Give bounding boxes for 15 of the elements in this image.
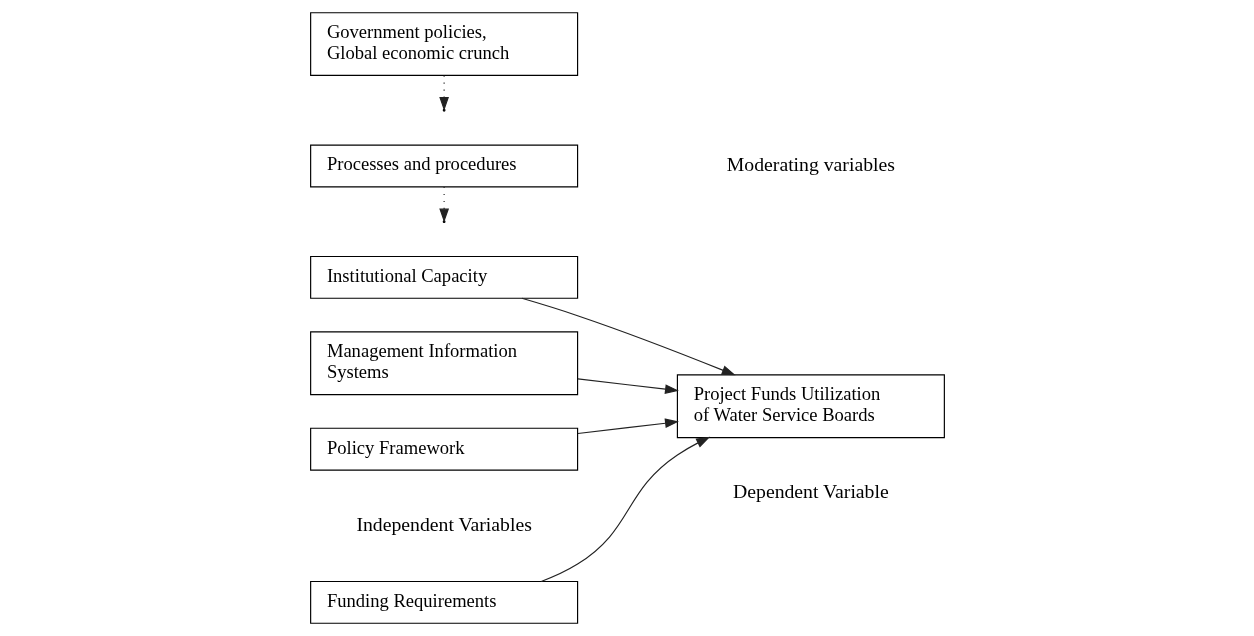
- node-box: Policy Framework: [309, 427, 578, 471]
- node-box: Project Funds Utilization of Water Service Boards: [676, 374, 945, 439]
- label: Dependent Variable: [732, 480, 889, 503]
- arrow: [438, 75, 449, 111]
- node-box: Funding Requirements: [309, 580, 578, 624]
- arrow: [520, 297, 736, 376]
- arrow: [576, 378, 679, 394]
- node-box: Processes and procedures: [309, 144, 578, 188]
- node-box: Management Information Systems: [309, 331, 578, 396]
- arrow: [576, 418, 679, 435]
- label: Independent Variables: [355, 512, 532, 535]
- node-box: Government policies, Global economic crunch: [309, 12, 578, 76]
- arrow: [540, 436, 710, 582]
- label: Moderating variables: [726, 152, 895, 175]
- node-box: Institutional Capacity: [309, 255, 578, 299]
